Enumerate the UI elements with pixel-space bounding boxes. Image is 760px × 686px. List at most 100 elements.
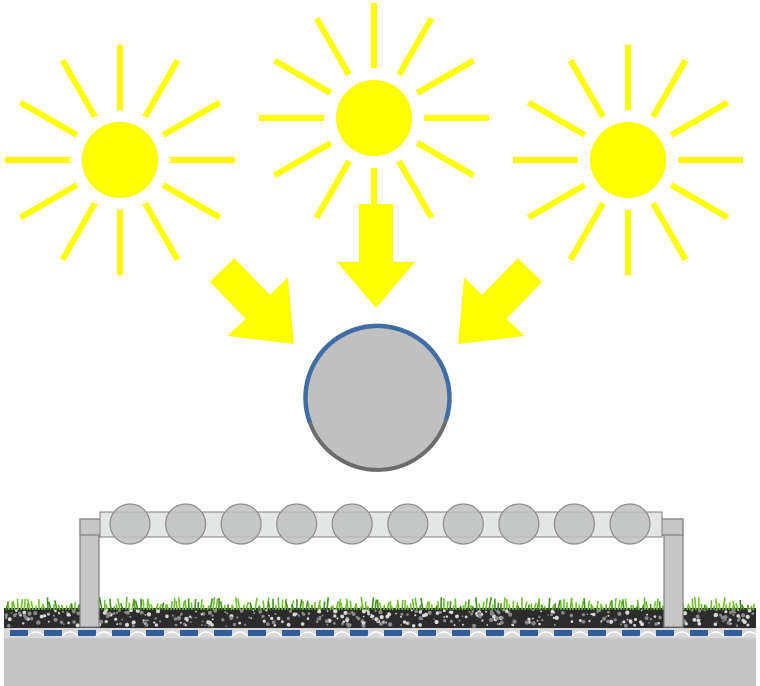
grass-blade <box>718 603 721 611</box>
grass-blade <box>693 597 697 611</box>
drain-arc <box>163 631 181 637</box>
grass-blade <box>406 605 409 611</box>
drain-cell <box>486 630 504 636</box>
grass-blade <box>26 598 31 611</box>
green-roof <box>4 596 759 686</box>
gravel-grain <box>333 614 337 618</box>
gravel-grain <box>720 615 725 620</box>
collector-tube <box>331 503 373 545</box>
gravel-grain <box>746 623 750 627</box>
grass-blade <box>581 601 584 611</box>
grass-blade <box>390 605 394 611</box>
gravel-grain <box>224 611 227 613</box>
gravel-grain <box>471 610 475 613</box>
gravel-grain <box>324 619 329 624</box>
gravel-grain <box>125 610 130 615</box>
arrow-right-diagonal-icon <box>458 258 543 344</box>
gravel-grain <box>376 619 380 622</box>
grass-blade <box>329 605 333 611</box>
gravel-grain <box>538 615 541 619</box>
grass-blade <box>596 600 599 611</box>
sun-ray <box>59 58 98 119</box>
gravel-grain <box>326 610 329 612</box>
grass-blade <box>374 599 378 611</box>
sun-disc <box>336 80 412 156</box>
gravel-grain <box>274 612 277 616</box>
gravel-grain <box>682 611 688 616</box>
gravel-grain <box>625 610 630 615</box>
gravel-grain <box>418 616 423 621</box>
gravel-grain <box>186 619 189 622</box>
gravel-grain <box>628 619 632 623</box>
gravel-grain <box>490 610 493 613</box>
sun-ray <box>161 182 222 221</box>
gravel-grain <box>538 622 541 626</box>
grass-blade <box>194 598 197 611</box>
sun-ray <box>396 16 435 77</box>
gravel-grain <box>19 614 22 617</box>
collector-tube <box>442 503 484 545</box>
gravel-grain <box>174 623 178 627</box>
grass-blade <box>77 604 80 611</box>
sun-ray <box>669 182 730 221</box>
gravel-grain <box>613 618 617 622</box>
absorber-tube-cross-section <box>303 323 452 472</box>
gravel-grain <box>590 613 593 616</box>
gravel-grain <box>600 620 603 623</box>
gravel-grain <box>433 618 435 620</box>
grass-blade <box>458 605 462 611</box>
gravel-grain <box>189 621 192 623</box>
grass-blade <box>624 598 628 611</box>
gravel-grain <box>253 612 256 615</box>
grass-blade <box>741 604 745 611</box>
gravel-grain <box>301 611 305 615</box>
gravel-grain <box>621 621 623 624</box>
sun-ray <box>18 99 79 138</box>
sun-ray <box>18 182 79 221</box>
grass-blade <box>209 598 214 611</box>
gravel-grain <box>201 624 203 626</box>
gravel-grain <box>500 616 504 620</box>
gravel-grain <box>71 609 76 614</box>
gravel-grain <box>715 621 718 623</box>
gravel-grain <box>173 617 178 621</box>
gravel-grain <box>400 615 402 618</box>
gravel-grain <box>238 621 242 625</box>
gravel-grain <box>508 612 513 617</box>
sun-ray <box>415 140 476 179</box>
grass-blade <box>57 604 61 611</box>
gravel-grain <box>646 613 648 616</box>
drain-arc <box>197 631 215 637</box>
gravel-grain <box>10 612 13 614</box>
grass-blade <box>491 604 494 611</box>
gravel-grain <box>496 622 499 626</box>
grass-blade <box>134 600 139 611</box>
gravel-grain <box>188 615 192 618</box>
gravel-grain <box>458 619 461 622</box>
gravel-grain <box>499 620 504 625</box>
grass-blade <box>478 603 481 611</box>
grass-blade <box>215 598 219 611</box>
gravel-grain <box>658 616 662 620</box>
gravel-grain <box>66 611 69 614</box>
grass-blade <box>190 602 193 611</box>
sun-ray <box>396 159 435 220</box>
gravel-grain <box>316 617 319 620</box>
grass-blade <box>371 597 375 611</box>
grass-blade <box>299 599 303 611</box>
gravel-grain <box>736 614 740 618</box>
drain-cell <box>248 630 266 636</box>
grass-blade <box>284 600 289 611</box>
gravel-grain <box>402 620 407 624</box>
drain-cell <box>588 630 606 636</box>
grass-blade <box>411 598 415 611</box>
gravel-grain <box>550 613 553 617</box>
grass-blade <box>656 598 659 611</box>
gravel-grain <box>412 624 416 628</box>
grass-blade <box>752 603 756 611</box>
grass-blade <box>704 604 709 611</box>
grass-blade <box>133 599 136 611</box>
gravel-grain <box>370 613 373 616</box>
gravel-grain <box>455 614 459 619</box>
gravel-grain <box>124 622 130 627</box>
